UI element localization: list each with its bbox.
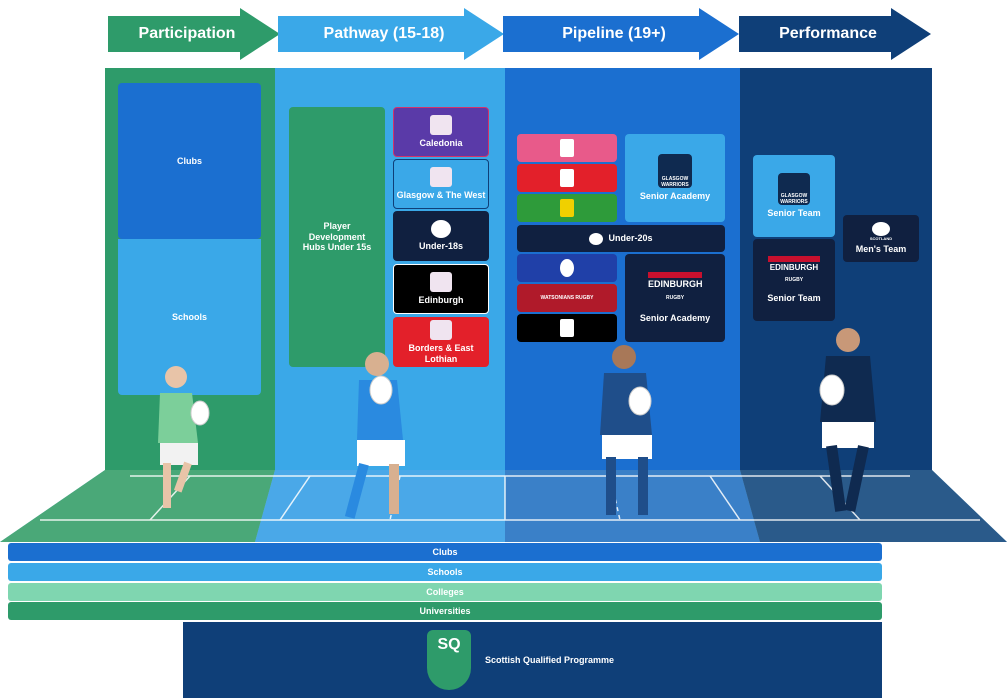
club-badge-watsonians: WATSONIANS RUGBY <box>517 284 617 312</box>
participation-schools-block: Schools <box>118 239 261 395</box>
pipeline-player-icon <box>600 345 652 515</box>
band-colleges: Colleges <box>8 583 882 601</box>
edinburgh-logo-icon: EDINBURGH RUGBY <box>768 256 820 290</box>
glasgow-warriors-logo-icon: GLASGOW WARRIORS <box>658 154 692 189</box>
edinburgh-logo-text: EDINBURGH <box>769 263 819 273</box>
stage-arrow-pipeline: Pipeline (19+) <box>503 8 739 60</box>
glasgow-senior-team: GLASGOW WARRIORS Senior Team <box>753 155 835 237</box>
player-development-hubs-block: Player Development Hubs Under 15s <box>289 107 385 367</box>
stage-label: Pipeline (19+) <box>562 25 666 42</box>
glasgow-logo-text: GLASGOW WARRIORS <box>661 176 689 189</box>
club-crest-icon <box>560 319 574 337</box>
region-under18s: Under-18s <box>393 211 489 261</box>
under20s-label: Under-20s <box>608 233 653 244</box>
region-label: Edinburgh <box>418 295 464 306</box>
club-badge-pink <box>517 134 617 162</box>
scotland-logo-text: SCOTLAND <box>869 236 893 242</box>
stage-arrow-pathway: Pathway (15-18) <box>278 8 504 60</box>
region-label: Glasgow & The West <box>396 190 486 201</box>
clubs-label: Clubs <box>176 155 202 166</box>
edinburgh-logo-icon <box>430 272 452 293</box>
schools-label: Schools <box>171 311 207 322</box>
region-label: Caledonia <box>419 138 463 149</box>
band-clubs: Clubs <box>8 543 882 561</box>
sq-badge-icon: SQ <box>427 630 471 690</box>
edinburgh-senior-team: EDINBURGH RUGBY Senior Team <box>753 239 835 321</box>
academy-label: Senior Academy <box>639 191 711 202</box>
mens-team-label: Men's Team <box>855 244 907 254</box>
band-label: Universities <box>419 606 471 616</box>
scotland-thistle-icon <box>872 222 890 237</box>
pathway-player-icon <box>345 352 405 519</box>
participation-clubs-block: Clubs <box>118 83 261 239</box>
watsonians-label: WATSONIANS RUGBY <box>540 295 594 301</box>
edinburgh-logo-sub: RUGBY <box>784 277 804 284</box>
sq-programme-block: SQ Scottish Qualified Programme <box>183 622 882 698</box>
club-badge-green <box>517 194 617 222</box>
stage-label: Performance <box>779 25 877 42</box>
sq-badge-text: SQ <box>437 636 461 653</box>
stage-label: Pathway (15-18) <box>323 25 445 42</box>
edinburgh-logo-text: EDINBURGH <box>648 279 703 290</box>
senior-team-label: Senior Team <box>767 208 821 219</box>
edinburgh-logo-sub: RUGBY <box>665 295 685 302</box>
scotland-thistle-icon <box>589 232 604 245</box>
club-badge-red <box>517 164 617 192</box>
region-borders: Borders & East Lothian <box>393 317 489 367</box>
caledonia-logo-icon <box>430 115 452 136</box>
band-label: Schools <box>427 567 463 577</box>
club-crest-icon <box>560 139 574 157</box>
club-badge-black <box>517 314 617 342</box>
region-label: Under-18s <box>418 241 463 252</box>
region-caledonia: Caledonia <box>393 107 489 157</box>
academy-label: Senior Academy <box>639 313 711 324</box>
band-label: Colleges <box>426 587 464 597</box>
hubs-label: Player Development Hubs Under 15s <box>302 220 372 253</box>
glasgow-senior-academy: GLASGOW WARRIORS Senior Academy <box>625 134 725 222</box>
mens-team-block: SCOTLAND Men's Team <box>843 215 919 262</box>
band-schools: Schools <box>8 563 882 581</box>
glasgow-logo-text: GLASGOW WARRIORS <box>780 193 808 206</box>
region-glasgow: Glasgow & The West <box>393 159 489 209</box>
club-crest-icon <box>560 199 574 217</box>
region-edinburgh: Edinburgh <box>393 264 489 314</box>
rugby-pitch <box>0 470 1007 542</box>
band-label: Clubs <box>432 547 458 557</box>
glasgow-logo-icon <box>430 167 452 188</box>
club-crest-icon <box>560 259 574 277</box>
stage-arrow-participation: Participation <box>108 8 280 60</box>
club-badge-blue <box>517 254 617 282</box>
glasgow-warriors-logo-icon: GLASGOW WARRIORS <box>778 173 810 206</box>
under20s-bar: Under-20s <box>517 225 725 252</box>
edinburgh-logo-icon: EDINBURGH RUGBY <box>648 272 703 308</box>
region-label: Borders & East Lothian <box>408 342 474 364</box>
club-crest-icon <box>560 169 574 187</box>
band-universities: Universities <box>8 602 882 620</box>
stage-arrow-performance: Performance <box>739 8 931 60</box>
stage-label: Participation <box>138 25 236 42</box>
performance-player-icon <box>819 328 876 513</box>
scotland-thistle-icon <box>431 220 451 239</box>
borders-logo-icon <box>430 319 452 340</box>
participation-player-icon <box>158 366 210 508</box>
senior-team-label: Senior Team <box>767 293 821 304</box>
sq-label: Scottish Qualified Programme <box>485 655 615 665</box>
edinburgh-senior-academy: EDINBURGH RUGBY Senior Academy <box>625 254 725 342</box>
